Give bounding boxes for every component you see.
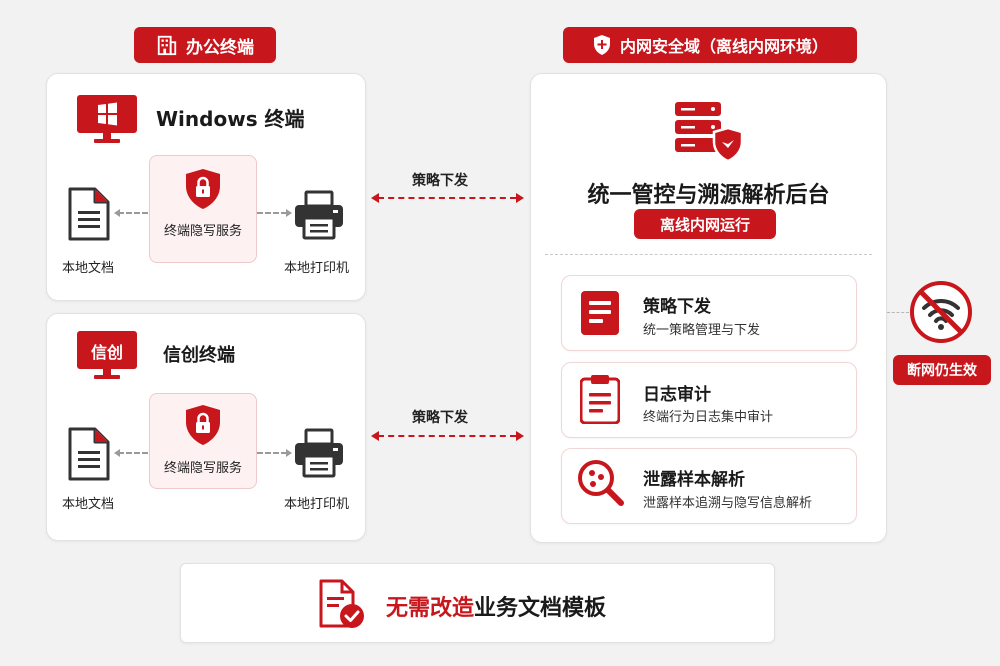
feature-subtitle: 终端行为日志集中审计 xyxy=(643,410,774,425)
server-shield-icon xyxy=(675,102,744,163)
xinchuang-monitor-icon xyxy=(77,331,137,379)
bottom-rest: 业务文档模板 xyxy=(474,596,607,621)
feature-subtitle: 泄露样本追溯与隐写信息解析 xyxy=(643,496,813,511)
feature-subtitle: 统一策略管理与下发 xyxy=(643,323,761,338)
arrow-head xyxy=(286,449,292,457)
arrow-head xyxy=(371,431,379,441)
steganography-service-label: 终端隐写服务 xyxy=(163,224,242,239)
connector-line xyxy=(118,212,148,214)
backend-title: 统一管控与溯源解析后台 xyxy=(587,183,830,208)
bottom-banner xyxy=(180,563,775,643)
feature-title: 策略下发 xyxy=(643,297,711,317)
arrow-head xyxy=(286,209,292,217)
policy-arrow-label: 策略下发 xyxy=(412,410,468,426)
bottom-banner-text: 无需改造业务文档模板 xyxy=(386,590,606,622)
office-terminal-label: 办公终端 xyxy=(134,27,276,63)
no-wifi-icon xyxy=(910,281,972,343)
shield-plus-icon xyxy=(593,35,610,55)
xinchuang-logo-text: 信创 xyxy=(90,343,123,362)
local-printer-label: 本地打印机 xyxy=(284,261,350,276)
building-icon xyxy=(157,35,177,56)
arrow-head xyxy=(371,193,379,203)
local-document-label: 本地文档 xyxy=(62,497,115,512)
local-document-label: 本地文档 xyxy=(62,261,115,276)
printer-icon xyxy=(295,428,343,478)
offline-effective-badge: 断网仍生效 xyxy=(893,355,991,385)
local-printer-label: 本地打印机 xyxy=(284,497,350,512)
secure-domain-text: 内网安全域（离线内网环境） xyxy=(619,37,828,56)
xinchuang-terminal-title: 信创终端 xyxy=(163,345,235,366)
arrow-head xyxy=(114,449,120,457)
feature-title: 泄露样本解析 xyxy=(643,470,745,490)
bottom-highlight: 无需改造 xyxy=(386,596,475,621)
offline-effective-text: 断网仍生效 xyxy=(907,363,977,379)
windows-monitor-icon xyxy=(77,95,137,143)
windows-terminal-title: Windows 终端 xyxy=(156,107,305,131)
policy-arrow-label: 策略下发 xyxy=(412,173,468,189)
shield-lock-icon xyxy=(186,169,220,209)
divider xyxy=(545,254,872,255)
arrow-head xyxy=(516,193,524,203)
shield-lock-icon xyxy=(186,405,220,445)
connector-line xyxy=(257,452,287,454)
feature-title: 日志审计 xyxy=(643,385,711,405)
secure-domain-label: 内网安全域（离线内网环境） xyxy=(563,27,857,63)
document-list-icon xyxy=(581,291,619,335)
arrow-head xyxy=(516,431,524,441)
offline-run-text: 离线内网运行 xyxy=(659,215,750,234)
policy-connector-line xyxy=(378,197,516,199)
arrow-head xyxy=(114,209,120,217)
printer-icon xyxy=(295,190,343,240)
connector-line xyxy=(257,212,287,214)
magnifier-analysis-icon xyxy=(578,460,624,506)
document-check-icon xyxy=(319,579,364,628)
offline-run-badge: 离线内网运行 xyxy=(634,209,776,239)
connector-line xyxy=(887,312,909,313)
document-icon xyxy=(68,187,110,241)
document-icon xyxy=(68,427,110,481)
clipboard-icon xyxy=(580,375,620,424)
steganography-service-label: 终端隐写服务 xyxy=(163,461,242,476)
office-terminal-text: 办公终端 xyxy=(186,37,254,58)
connector-line xyxy=(118,452,148,454)
policy-connector-line xyxy=(378,435,516,437)
